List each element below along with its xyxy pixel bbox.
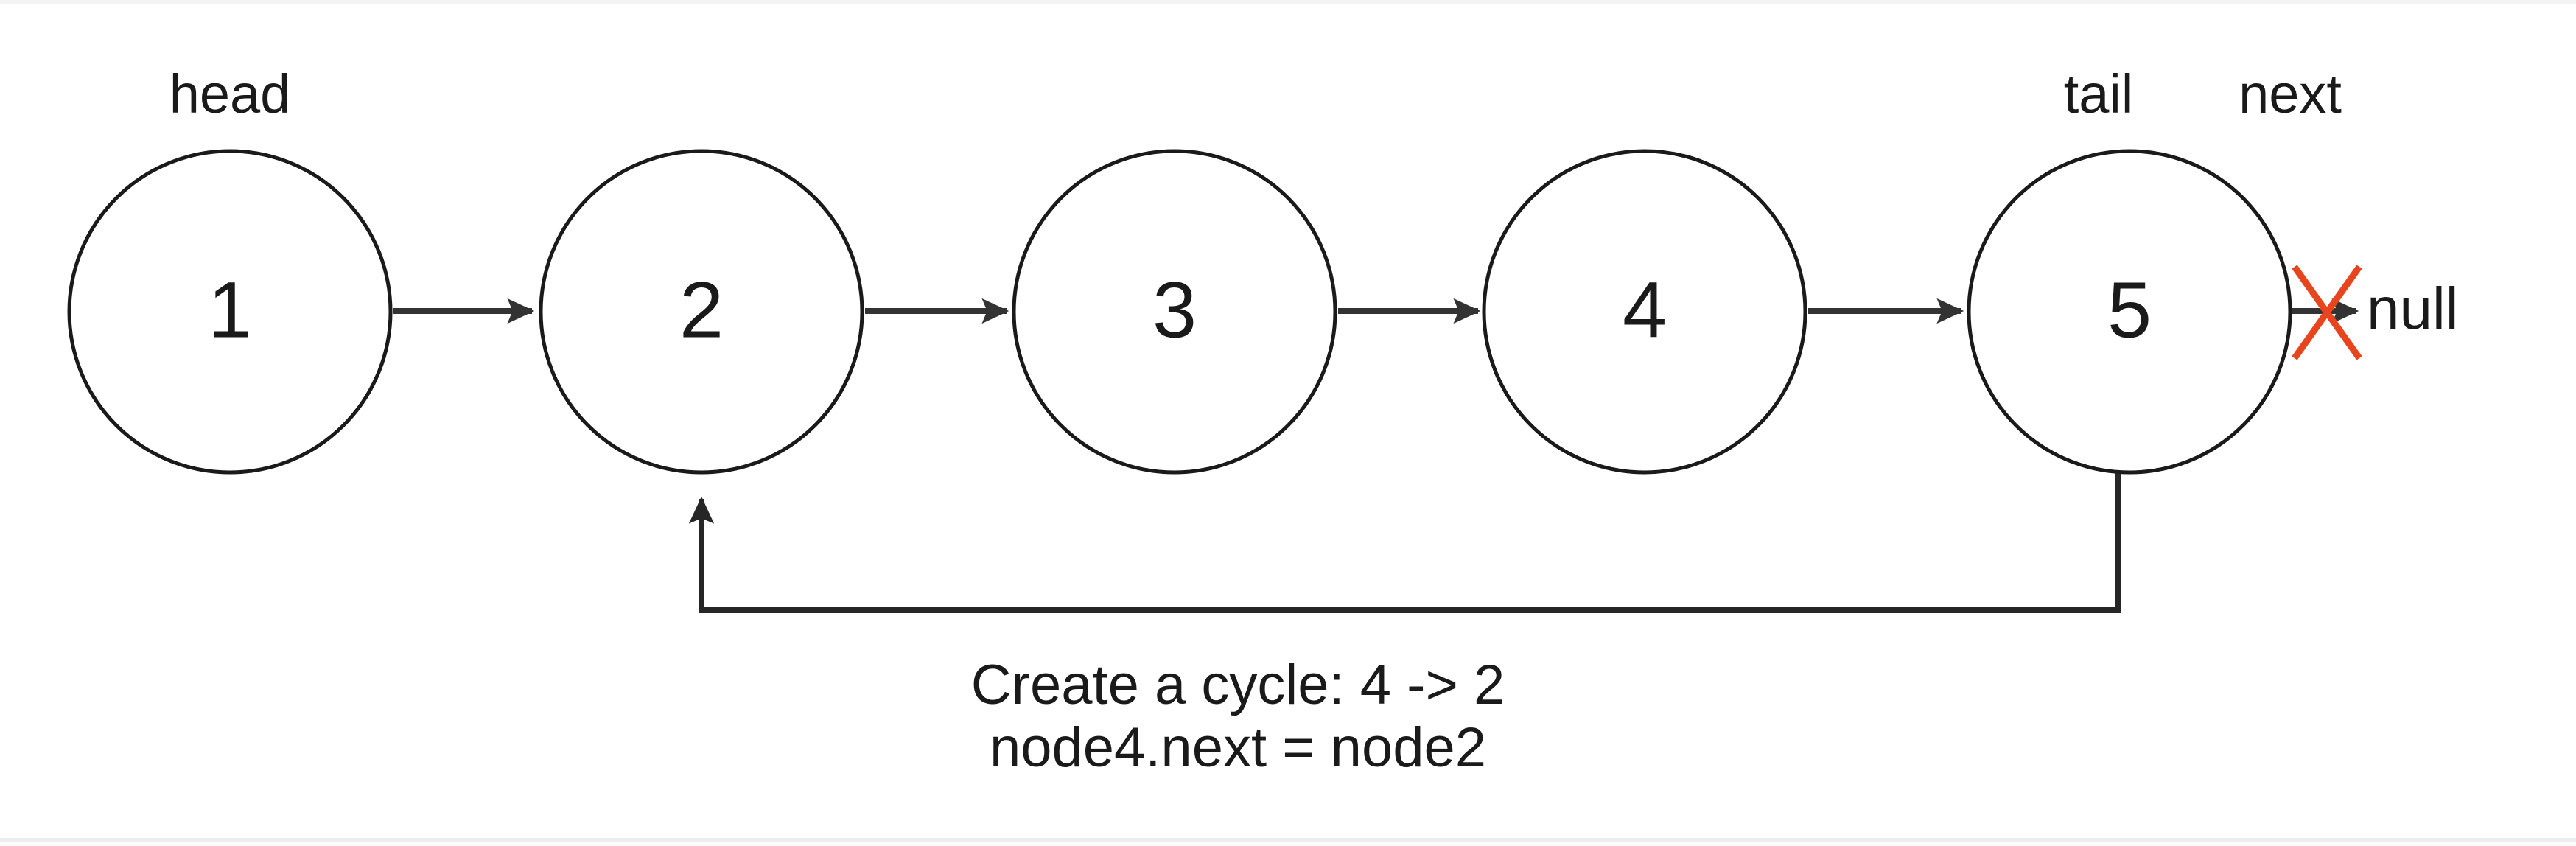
linked-list-diagram: 1 2 3 4 5 head tail next null Creat	[67, 63, 2459, 779]
node-group-1[interactable]: 1	[67, 149, 393, 475]
node-circle-4[interactable]	[1482, 149, 1807, 475]
node-circle-2[interactable]	[539, 149, 864, 475]
red-x-break-icon	[2292, 265, 2362, 360]
node-circle-1[interactable]	[67, 149, 393, 475]
node-value-5: 5	[2107, 265, 2152, 354]
node-circle-5[interactable]	[1967, 149, 2292, 475]
node-circle-3[interactable]	[1012, 149, 1337, 475]
node-group-4[interactable]: 4	[1482, 149, 1807, 475]
caption-line-1: Create a cycle: 4 -> 2	[971, 654, 1505, 716]
node-group-5[interactable]: 5	[1967, 149, 2292, 475]
node-value-2: 2	[679, 265, 724, 354]
red-x-stroke-b	[2292, 265, 2362, 360]
node-group-2[interactable]: 2	[539, 149, 864, 475]
pointer-label-tail: tail	[2064, 63, 2134, 125]
node-value-4: 4	[1623, 265, 1667, 354]
cycle-edge-5-to-2	[688, 466, 2121, 613]
node-group-3[interactable]: 3	[1012, 149, 1337, 475]
caption-line-2: node4.next = node2	[990, 716, 1486, 779]
node-value-3: 3	[1152, 265, 1197, 354]
null-label: null	[2367, 276, 2459, 341]
pointer-label-next: next	[2239, 63, 2342, 125]
node-value-1: 1	[208, 265, 252, 354]
pointer-label-head: head	[169, 63, 291, 125]
